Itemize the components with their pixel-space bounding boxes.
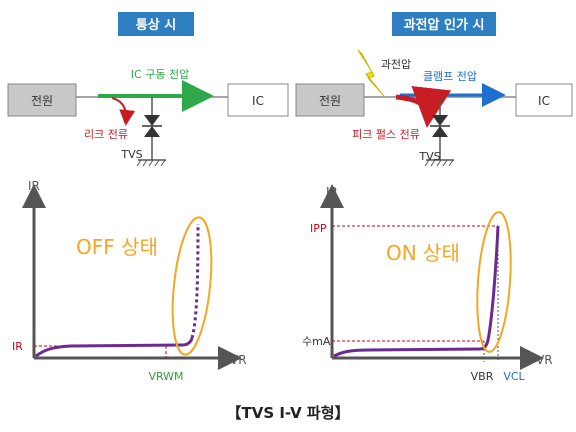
chart-on-curve xyxy=(333,225,500,358)
overvoltage-title-badge xyxy=(392,12,496,36)
overvoltage-peak-arrow xyxy=(395,85,452,128)
diagram-caption: 【TVS I-V 파형】 xyxy=(226,404,349,422)
normal-leak-current: 리크 전류 xyxy=(84,128,128,141)
overvoltage-title: 과전압 인가 시 xyxy=(404,17,485,33)
overvoltage-source-label: 전원 xyxy=(319,94,341,108)
normal-title: 통상 시 xyxy=(136,18,176,33)
chart-on-ipp-marker: IPP xyxy=(310,222,327,235)
overvoltage-peak-current: 피크 펄스 전류 xyxy=(352,128,420,141)
chart-off-state: OFF 상태 xyxy=(76,235,158,259)
chart-off-curve-dotted xyxy=(190,223,200,339)
chart-on-ma-marker: 수mA xyxy=(302,335,331,348)
normal-tvs-symbol xyxy=(136,97,166,167)
normal-drive-voltage: IC 구동 전압 xyxy=(131,68,189,81)
chart-on: IR VR IPP 수mA VBR VCL ON 상태 xyxy=(302,184,553,383)
overvoltage-tvs-symbol xyxy=(424,97,454,167)
overvoltage-load-label: IC xyxy=(538,94,550,108)
normal-title-badge xyxy=(118,12,194,36)
overvoltage-source-box xyxy=(295,83,365,117)
normal-leak-arrow xyxy=(111,97,136,126)
normal-load-box xyxy=(227,83,289,117)
chart-off-ir-marker: IR xyxy=(12,340,23,353)
lightning-icon xyxy=(357,49,385,97)
chart-on-highlight xyxy=(476,211,512,353)
overvoltage-clamp-voltage: 클램프 전압 xyxy=(423,70,477,83)
normal-load-label: IC xyxy=(252,94,264,108)
normal-section: 통상 시 전원 IC IC 구동 전압 리크 전류 TVS xyxy=(7,12,289,167)
chart-off-vrwm-marker: VRWM xyxy=(148,370,183,383)
chart-off-curve-solid xyxy=(35,337,194,358)
chart-off: IR VR IR VRWM OFF 상태 xyxy=(12,179,247,383)
chart-off-y-label: IR xyxy=(28,179,40,193)
normal-device-label: TVS xyxy=(120,148,142,161)
chart-on-y-label: IR xyxy=(326,185,338,199)
chart-on-vcl-marker: VCL xyxy=(503,370,525,383)
normal-source-box xyxy=(7,83,77,117)
overvoltage-surge-label: 과전압 xyxy=(381,58,411,71)
chart-on-vbr-marker: VBR xyxy=(471,370,494,383)
chart-on-state: ON 상태 xyxy=(386,241,460,265)
overvoltage-load-box xyxy=(515,83,573,117)
chart-off-highlight xyxy=(171,216,213,356)
overvoltage-section: 과전압 인가 시 과전압 전원 IC 클램프 전압 피크 펄스 전류 TVS xyxy=(295,12,573,167)
chart-on-x-label: VR xyxy=(536,353,553,367)
chart-off-x-label: VR xyxy=(230,353,247,367)
overvoltage-device-label: TVS xyxy=(418,150,440,163)
normal-source-label: 전원 xyxy=(31,94,53,108)
